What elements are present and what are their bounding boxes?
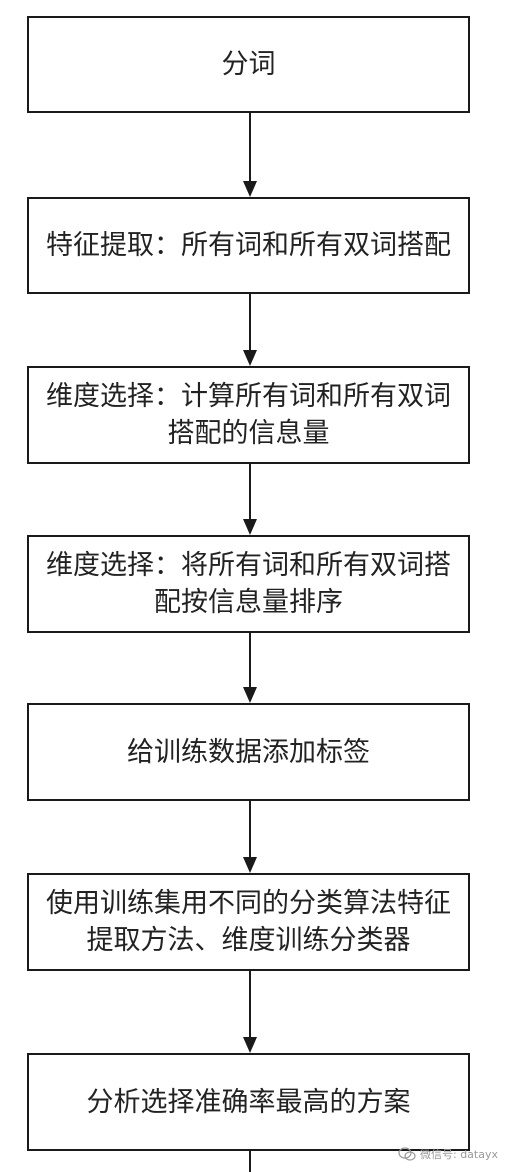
connector-arrow (249, 1151, 251, 1172)
arrow-head-icon (243, 687, 257, 703)
step-label: 特征提取：所有词和所有双词搭配 (46, 230, 451, 261)
connector-arrow (249, 801, 251, 859)
step-label: 维度选择：计算所有词和所有双词搭配的信息量 (46, 381, 451, 449)
step-label: 分析选择准确率最高的方案 (86, 1086, 411, 1118)
step-label: 给训练数据添加标签 (127, 736, 370, 768)
connector-arrow (249, 971, 251, 1039)
arrow-head-icon (243, 1037, 257, 1053)
step-box-select-best-scheme: 分析选择准确率最高的方案 (27, 1053, 470, 1151)
step-box-feature-extraction: 特征提取：所有词和所有双词搭配 (27, 197, 470, 294)
connector-arrow (249, 464, 251, 521)
connector-arrow (249, 113, 251, 183)
step-label: 维度选择：将所有词和所有双词搭配按信息量排序 (46, 550, 451, 618)
step-box-tokenize: 分词 (27, 16, 470, 113)
step-box-sort-by-information: 维度选择：将所有词和所有双词搭配按信息量排序 (27, 535, 470, 633)
watermark: 微信号: datayx (398, 1146, 498, 1162)
arrow-head-icon (243, 350, 257, 366)
connector-arrow (249, 633, 251, 689)
step-label: 使用训练集用不同的分类算法特征提取方法、维度训练分类器 (46, 888, 451, 956)
arrow-head-icon (243, 181, 257, 197)
wechat-icon (398, 1147, 416, 1161)
arrow-head-icon (243, 519, 257, 535)
step-label: 分词 (221, 49, 276, 80)
step-box-add-labels: 给训练数据添加标签 (27, 703, 470, 801)
step-box-compute-information: 维度选择：计算所有词和所有双词搭配的信息量 (27, 366, 470, 464)
arrow-head-icon (243, 857, 257, 873)
step-box-train-classifiers: 使用训练集用不同的分类算法特征提取方法、维度训练分类器 (27, 873, 470, 971)
connector-arrow (249, 294, 251, 352)
watermark-text: 微信号: datayx (420, 1148, 498, 1161)
